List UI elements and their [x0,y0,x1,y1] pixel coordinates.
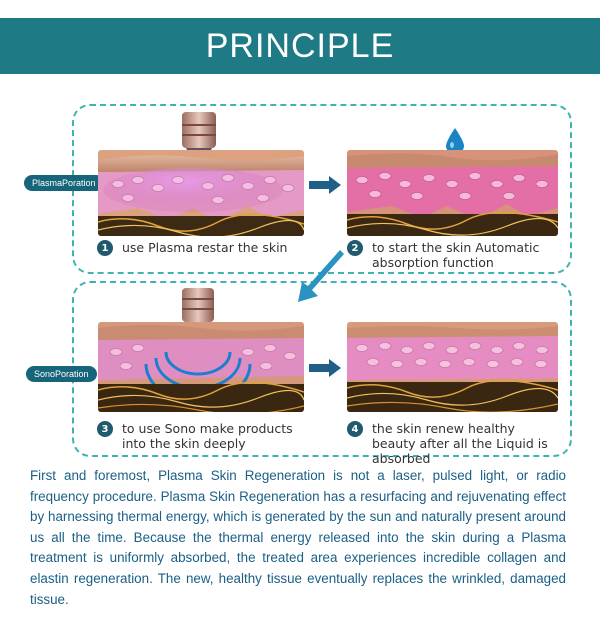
step-2: 2 to start the skin Automatic absorption… [347,240,562,270]
page-title: PRINCIPLE [205,26,395,65]
step-1-number: 1 [97,240,113,256]
description-paragraph: First and foremost, Plasma Skin Regenera… [30,468,566,607]
water-drop-icon [446,128,464,154]
sono-skin-image [98,322,304,412]
sono-poration-tag: SonoPoration [26,366,97,382]
step-1-text: use Plasma restar the skin [122,240,288,255]
arrow-down-left-icon [296,248,344,304]
step-4: 4 the skin renew healthy beauty after al… [347,421,562,466]
step-4-text: the skin renew healthy beauty after all … [372,421,548,466]
step-3-text: to use Sono make products into the skin … [122,421,293,451]
step-3-number: 3 [97,421,113,437]
step-4-number: 4 [347,421,363,437]
step-2-text: to start the skin Automatic absorption f… [372,240,540,270]
plasma-skin-image [98,150,304,236]
arrow-right-icon [309,176,341,194]
header-banner: PRINCIPLE [0,18,600,74]
step-1: 1 use Plasma restar the skin [97,240,307,256]
plasma-poration-tag: PlasmaPoration [24,175,104,191]
step-3: 3 to use Sono make products into the ski… [97,421,302,451]
arrow-right-icon [309,359,341,377]
step-2-number: 2 [347,240,363,256]
absorption-skin-image [347,150,558,236]
renewed-skin-image [347,322,558,412]
